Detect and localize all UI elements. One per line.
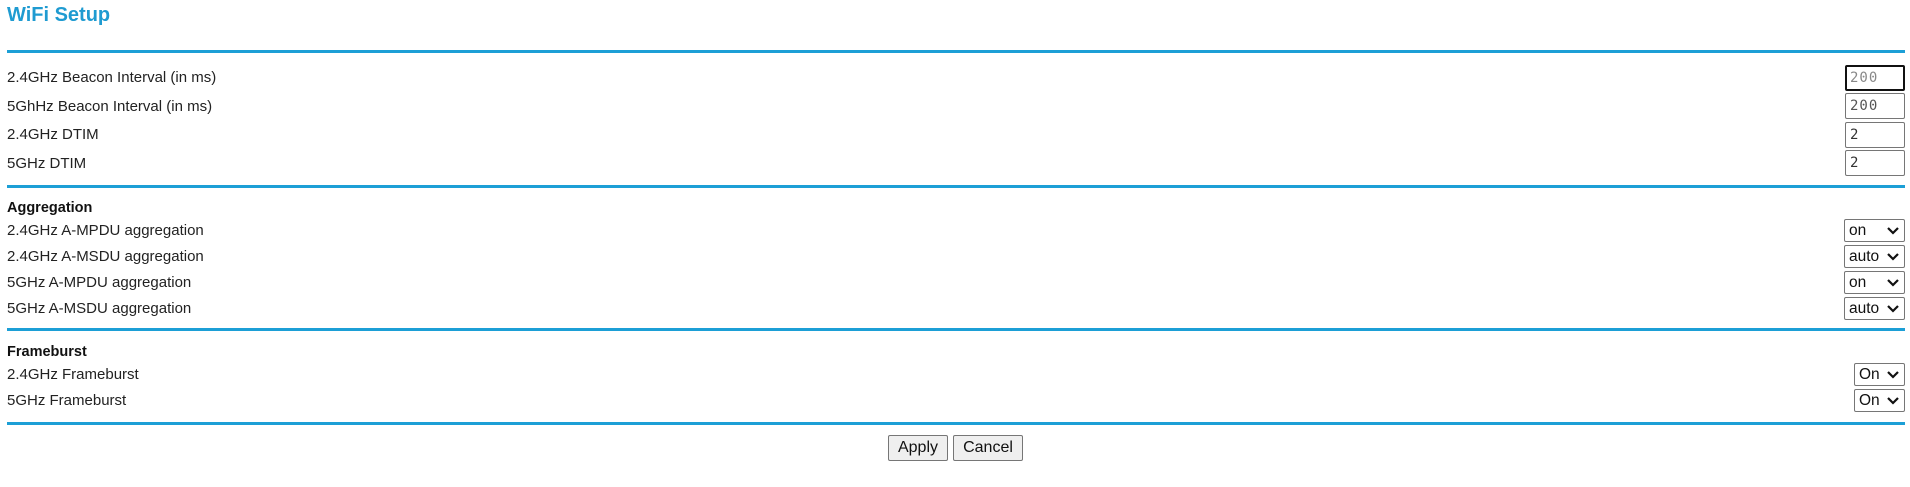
- chevron-down-icon: [1887, 252, 1899, 261]
- chevron-down-icon: [1887, 396, 1899, 405]
- frameburst-24-label: 2.4GHz Frameburst: [7, 366, 139, 383]
- section-divider: [7, 50, 1905, 53]
- chevron-down-icon: [1887, 370, 1899, 379]
- dtim-24-input[interactable]: [1845, 122, 1905, 148]
- amsdu-24-select[interactable]: auto: [1844, 245, 1905, 268]
- ampdu-24-label: 2.4GHz A-MPDU aggregation: [7, 222, 204, 239]
- frameburst-heading: Frameburst: [7, 344, 87, 360]
- section-divider: [7, 185, 1905, 188]
- beacon-24-label: 2.4GHz Beacon Interval (in ms): [7, 69, 217, 86]
- frameburst-24-value: On: [1859, 365, 1880, 383]
- amsdu-5-label: 5GHz A-MSDU aggregation: [7, 300, 192, 317]
- frameburst-24-select[interactable]: On: [1854, 363, 1905, 386]
- frameburst-5-select[interactable]: On: [1854, 389, 1905, 412]
- ampdu-5-label: 5GHz A-MPDU aggregation: [7, 274, 192, 291]
- beacon-24-input[interactable]: [1845, 65, 1905, 91]
- ampdu-5-value: on: [1849, 273, 1867, 291]
- beacon-5-input[interactable]: [1845, 93, 1905, 119]
- amsdu-5-value: auto: [1849, 299, 1880, 317]
- frameburst-5-value: On: [1859, 391, 1880, 409]
- chevron-down-icon: [1887, 226, 1899, 235]
- dtim-5-label: 5GHz DTIM: [7, 155, 87, 172]
- section-divider: [7, 422, 1905, 425]
- frameburst-5-label: 5GHz Frameburst: [7, 392, 127, 409]
- amsdu-24-label: 2.4GHz A-MSDU aggregation: [7, 248, 204, 265]
- dtim-24-label: 2.4GHz DTIM: [7, 126, 99, 143]
- cancel-button[interactable]: Cancel: [953, 435, 1023, 461]
- page-title: WiFi Setup: [7, 4, 111, 26]
- chevron-down-icon: [1887, 304, 1899, 313]
- aggregation-heading: Aggregation: [7, 200, 93, 216]
- apply-button[interactable]: Apply: [888, 435, 948, 461]
- dtim-5-input[interactable]: [1845, 150, 1905, 176]
- ampdu-24-select[interactable]: on: [1844, 219, 1905, 242]
- section-divider: [7, 328, 1905, 331]
- chevron-down-icon: [1887, 278, 1899, 287]
- amsdu-24-value: auto: [1849, 247, 1880, 265]
- ampdu-5-select[interactable]: on: [1844, 271, 1905, 294]
- ampdu-24-value: on: [1849, 221, 1867, 239]
- beacon-5-label: 5GhHz Beacon Interval (in ms): [7, 98, 213, 115]
- amsdu-5-select[interactable]: auto: [1844, 297, 1905, 320]
